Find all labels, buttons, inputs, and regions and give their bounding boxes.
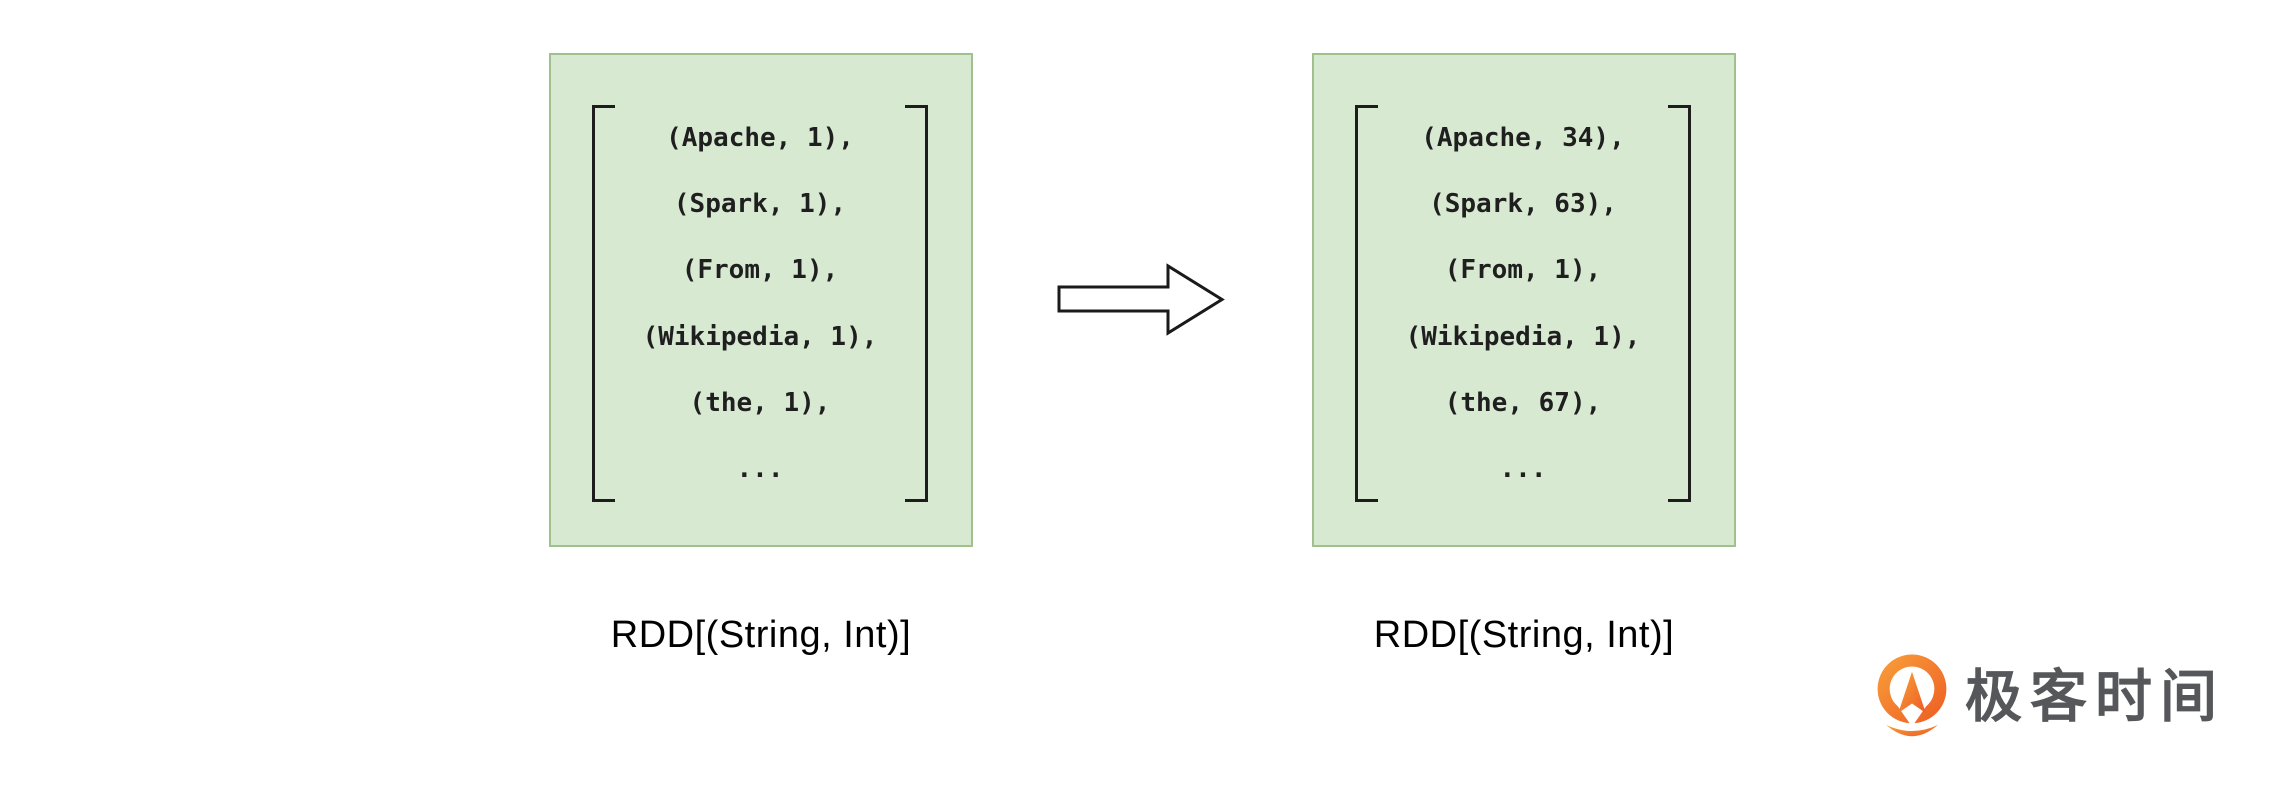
tuple-list-after: (Apache, 34), (Spark, 63), (From, 1), (W… [1358, 105, 1688, 502]
tuple-row: (Wikipedia, 1), [642, 321, 878, 352]
left-bracket-glyph [1355, 105, 1378, 502]
tuple-list-before: (Apache, 1), (Spark, 1), (From, 1), (Wik… [595, 105, 925, 502]
rdd-box-before: (Apache, 1), (Spark, 1), (From, 1), (Wik… [549, 53, 973, 547]
tuple-row: (From, 1), [1444, 255, 1602, 286]
right-bracket-glyph [905, 105, 928, 502]
tuple-row: (From, 1), [681, 255, 839, 286]
tuple-row: (Spark, 1), [673, 189, 847, 220]
geektime-logo: 极客时间 [1869, 650, 2225, 745]
tuple-row: (the, 1), [689, 387, 831, 418]
ellipsis-row: ... [736, 453, 784, 484]
ellipsis-row: ... [1499, 453, 1547, 484]
tuple-row: (Apache, 1), [666, 123, 854, 154]
rdd-box-after: (Apache, 34), (Spark, 63), (From, 1), (W… [1312, 53, 1736, 547]
geektime-logo-icon [1877, 654, 1947, 737]
tuple-row: (Apache, 34), [1421, 123, 1625, 154]
transform-arrow-icon [1056, 263, 1226, 337]
rdd-type-label-before: RDD[(String, Int)] [610, 614, 912, 656]
right-bracket-glyph [1668, 105, 1691, 502]
geektime-logo-text: 极客时间 [1965, 665, 2225, 729]
tuple-row: (Spark, 63), [1429, 189, 1617, 220]
left-bracket-glyph [592, 105, 615, 502]
tuple-row: (Wikipedia, 1), [1405, 321, 1641, 352]
rdd-type-label-after: RDD[(String, Int)] [1373, 614, 1675, 656]
tuple-row: (the, 67), [1444, 387, 1602, 418]
